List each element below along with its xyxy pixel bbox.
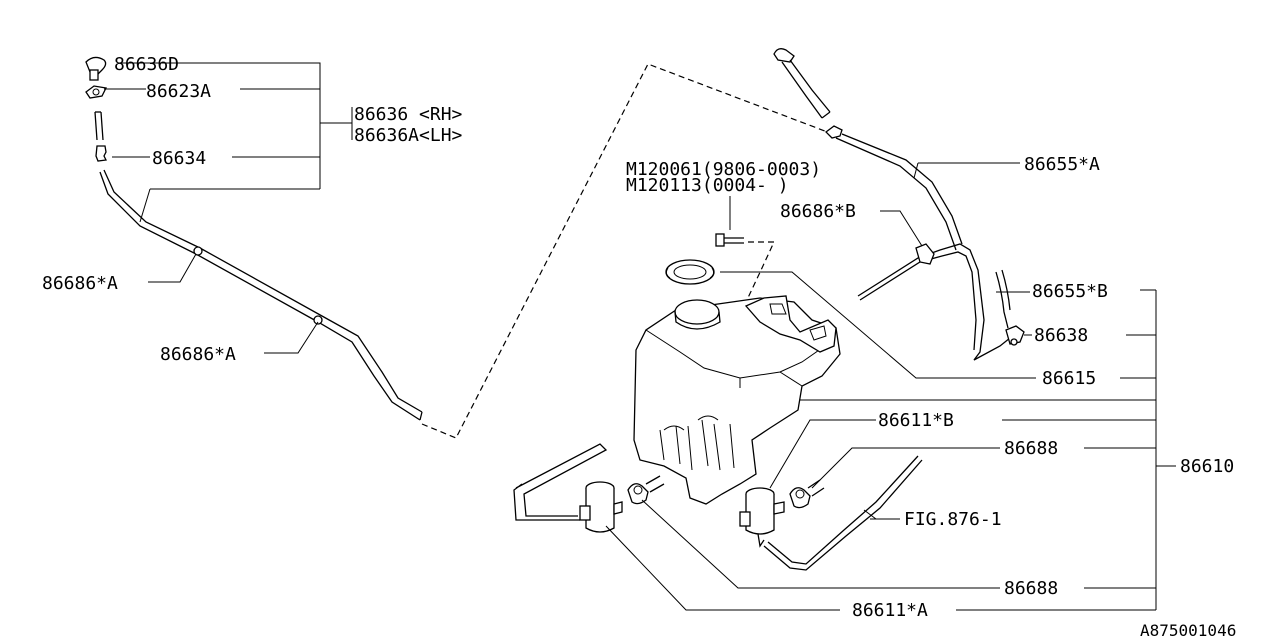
tank-cap bbox=[665, 259, 715, 285]
label-86623A: 86623A bbox=[146, 81, 211, 102]
label-fig-876-1: FIG.876-1 bbox=[904, 509, 1002, 530]
washer-tank bbox=[633, 259, 841, 505]
label-86688-2: 86688 bbox=[1004, 578, 1058, 599]
packing-part bbox=[85, 85, 107, 99]
label-86686a-2: 86686*A bbox=[160, 344, 236, 365]
label-86686b: 86686*B bbox=[780, 201, 856, 222]
pump-a bbox=[513, 443, 1000, 611]
diagram-id: A875001046 bbox=[1140, 621, 1236, 640]
main-bracket bbox=[720, 271, 1176, 611]
label-86611a: 86611*A bbox=[852, 600, 928, 621]
connector-part bbox=[95, 145, 107, 162]
label-86688-1: 86688 bbox=[1004, 438, 1058, 459]
label-m120061: M120061(9806-0003) bbox=[626, 159, 821, 180]
label-86655a: 86655*A bbox=[1024, 154, 1100, 175]
label-86636a-lh: 86636A<LH> bbox=[354, 125, 463, 146]
front-nozzle-hose-assembly bbox=[85, 56, 423, 421]
label-86615: 86615 bbox=[1042, 368, 1096, 389]
label-86636-rh: 86636 <RH> bbox=[354, 104, 463, 125]
label-86638: 86638 bbox=[1034, 325, 1088, 346]
long-hose bbox=[99, 171, 421, 421]
label-m120113: M120113(0004- ) bbox=[626, 175, 789, 196]
rear-hose-assembly bbox=[773, 48, 1032, 361]
part-labels: 86636D 86623A 86636 <RH> 86636A<LH> 8663… bbox=[42, 54, 1236, 640]
label-86655b: 86655*B bbox=[1032, 281, 1108, 302]
label-86636D: 86636D bbox=[114, 54, 179, 75]
pump-b bbox=[739, 419, 1000, 571]
label-86634: 86634 bbox=[152, 148, 206, 169]
label-86686a-1: 86686*A bbox=[42, 273, 118, 294]
label-86611b: 86611*B bbox=[878, 410, 954, 431]
label-86610: 86610 bbox=[1180, 456, 1234, 477]
bolt-part bbox=[715, 196, 775, 303]
